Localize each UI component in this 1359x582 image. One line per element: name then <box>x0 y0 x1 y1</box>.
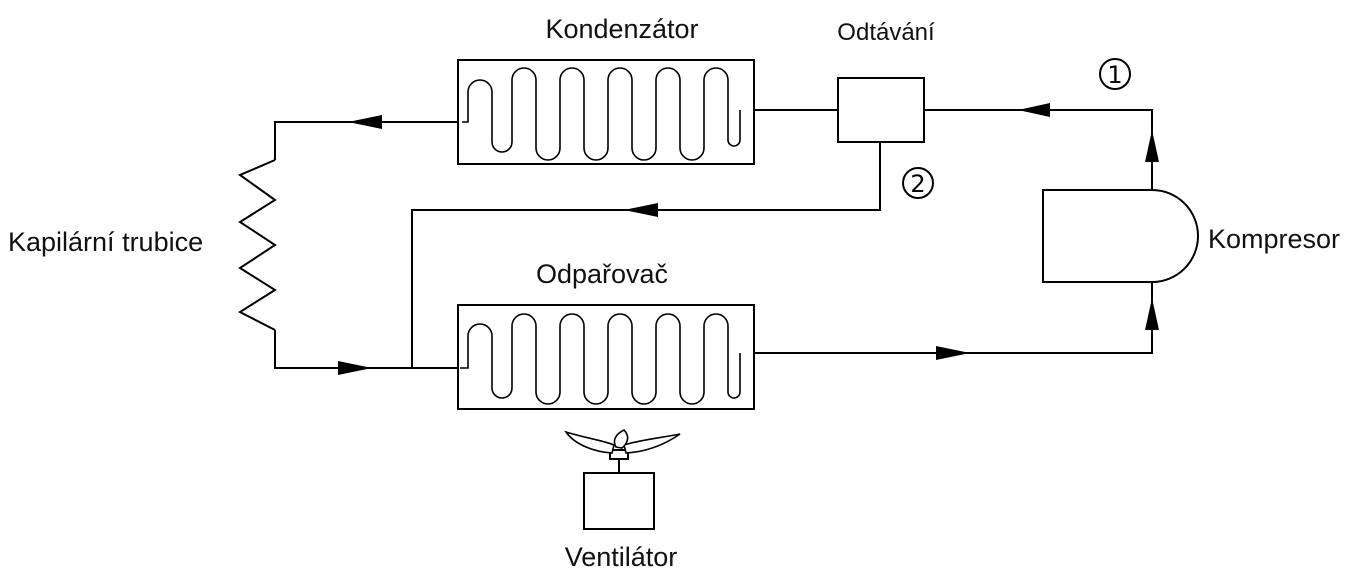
condenser-box <box>457 59 755 165</box>
compressor-discharge-pipe <box>925 109 1153 190</box>
capillary-to-evaporator-pipe <box>274 330 460 369</box>
condenser-coil <box>462 67 741 161</box>
evaporator-box <box>457 304 755 410</box>
svg-text:2: 2 <box>910 170 925 198</box>
defrost-label: Odtávání <box>837 19 935 46</box>
capillary-tube-zigzag <box>237 159 277 331</box>
fan-icon <box>564 429 681 530</box>
flow-arrow-condenser-out <box>348 115 382 129</box>
evaporator-label: Odpařovač <box>536 259 668 289</box>
capillary-label: Kapilární trubice <box>8 227 203 257</box>
marker-2: 2 <box>902 167 934 199</box>
fan-label: Ventilátor <box>565 542 678 572</box>
flow-arrow-bypass <box>624 203 658 217</box>
flow-arrow-evaporator-out <box>936 346 970 360</box>
compressor-body <box>1042 189 1199 283</box>
condenser-to-capillary-pipe <box>274 121 462 160</box>
flow-arrow-top-right <box>1018 103 1050 117</box>
defrost-valve-box <box>837 77 925 143</box>
svg-text:1: 1 <box>1107 61 1122 89</box>
flow-arrow-compressor-in <box>1145 298 1159 330</box>
flow-arrow-evaporator-in <box>338 361 372 375</box>
condenser-label: Kondenzátor <box>545 14 698 44</box>
fan-motor <box>583 472 655 530</box>
flow-arrow-compressor-out <box>1145 130 1159 162</box>
evaporator-coil <box>460 313 741 405</box>
compressor-label: Kompresor <box>1208 224 1340 254</box>
evaporator-to-compressor-pipe <box>740 282 1153 354</box>
marker-1: 1 <box>1099 58 1131 90</box>
